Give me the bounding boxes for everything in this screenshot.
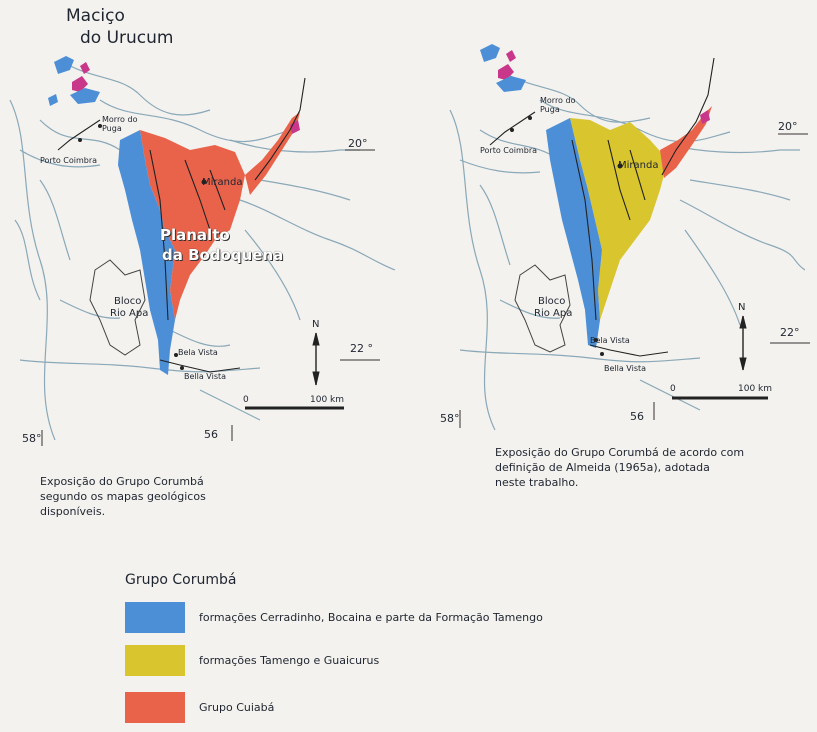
right-urucum-blue — [480, 44, 526, 92]
left-deg-20: 20° — [348, 137, 368, 150]
left-scale-100: 100 km — [310, 395, 345, 405]
left-caption-line3: disponíveis. — [40, 505, 106, 518]
left-caption-line2: segundo os mapas geológicos — [40, 490, 206, 503]
right-caption-line2: definição de Almeida (1965a), adotada — [495, 461, 710, 474]
left-north-arrow — [312, 332, 320, 386]
left-red-region — [140, 130, 245, 320]
right-magenta-bodies — [498, 50, 710, 124]
right-scale-0: 0 — [670, 384, 676, 394]
right-blue-region — [546, 118, 602, 348]
left-bloco-rio-apa-outline — [89, 259, 146, 356]
legend-item-yellow: formações Tamengo e Guaicurus — [125, 645, 685, 676]
right-label-morro: Morro do Puga — [540, 96, 576, 114]
left-label-bloco2: Rio Apa — [110, 308, 149, 319]
left-deg-58: 58° — [22, 432, 42, 445]
left-label-porto: Porto Coimbra — [40, 156, 98, 165]
left-map-rivers — [9, 59, 396, 441]
legend-item-blue: formações Cerradinho, Bocaina e parte da… — [125, 602, 685, 633]
left-deg-22: 22 ° — [350, 342, 373, 355]
right-deg-58: 58° — [440, 412, 460, 425]
left-deg-56: 56 — [204, 428, 218, 441]
right-label-bloco2: Rio Apa — [534, 308, 573, 319]
legend-label-yellow: formações Tamengo e Guaicurus — [199, 654, 380, 667]
left-blue-region — [118, 130, 175, 375]
left-label-morro: Morro do Puga — [102, 115, 138, 133]
right-north-arrow — [739, 315, 747, 371]
left-label-miranda: Miranda — [202, 177, 243, 188]
legend-swatch-yellow — [125, 645, 185, 676]
right-deg-20: 20° — [778, 120, 798, 133]
legend-title: Grupo Corumbá — [125, 572, 237, 588]
right-label-bela: Bela Vista — [590, 336, 630, 345]
legend: Grupo Corumbá formações Cerradinho, Boca… — [125, 572, 685, 723]
right-bloco-rio-apa-outline — [514, 264, 571, 353]
left-label-planalto1: Planalto — [160, 226, 230, 244]
right-deg-56: 56 — [630, 410, 644, 423]
legend-label-blue: formações Cerradinho, Bocaina e parte da… — [199, 611, 543, 624]
left-label-bella: Bella Vista — [184, 372, 227, 381]
right-caption-line1: Exposição do Grupo Corumbá de acordo com — [495, 446, 745, 459]
left-urucum-blue — [48, 56, 100, 106]
left-north-label: N — [312, 319, 320, 330]
legend-swatch-blue — [125, 602, 185, 633]
right-caption-line3: neste trabalho. — [495, 476, 579, 489]
legend-item-red: Grupo Cuiabá — [125, 692, 685, 723]
right-deg-22: 22° — [780, 326, 800, 339]
right-structure-lines — [489, 57, 715, 357]
left-scale-0: 0 — [243, 395, 249, 405]
right-caption: Exposição do Grupo Corumbá de acordo com… — [495, 445, 815, 490]
left-magenta-bodies — [72, 62, 300, 134]
right-survey-dots — [510, 116, 623, 356]
left-survey-dots — [78, 124, 207, 370]
right-scale-100: 100 km — [738, 384, 773, 394]
left-label-bela: Bela Vista — [178, 348, 218, 357]
legend-swatch-red — [125, 692, 185, 723]
right-label-porto: Porto Coimbra — [480, 146, 538, 155]
legend-label-red: Grupo Cuiabá — [199, 701, 275, 714]
right-label-miranda: Miranda — [618, 160, 659, 171]
right-map-rivers — [449, 69, 806, 431]
left-label-planalto2: da Bodoquena — [162, 246, 284, 264]
left-label-bloco1: Bloco — [114, 296, 142, 307]
right-label-bloco1: Bloco — [538, 296, 566, 307]
left-title-line1: Maciço — [66, 6, 125, 26]
left-caption: Exposição do Grupo Corumbá segundo os ma… — [40, 474, 280, 519]
right-red-belt — [660, 106, 712, 178]
left-structure-lines — [57, 77, 306, 373]
right-yellow-region — [570, 118, 668, 320]
right-north-label: N — [738, 302, 746, 313]
left-title-line2: do Urucum — [80, 28, 174, 48]
left-caption-line1: Exposição do Grupo Corumbá — [40, 475, 204, 488]
right-label-bella: Bella Vista — [604, 364, 647, 373]
